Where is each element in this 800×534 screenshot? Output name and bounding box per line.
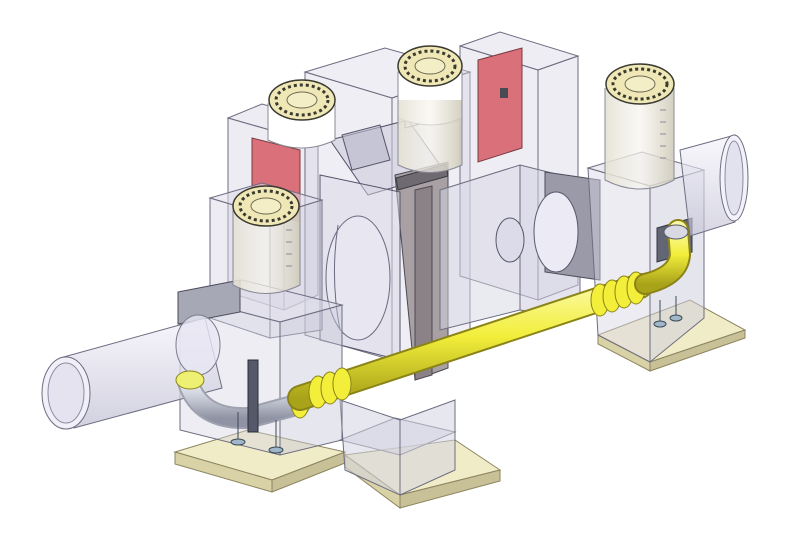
sample-jar-back-left: [267, 79, 336, 149]
sample-jar-back-center: [397, 45, 463, 173]
center-internal-frame: [319, 105, 449, 381]
left-duct: [41, 314, 223, 430]
sample-jar-front-left: [232, 185, 301, 294]
latch-icon: [500, 88, 508, 98]
right-duct: [679, 134, 749, 237]
right-middle-box: [439, 164, 601, 331]
support-feet: [230, 296, 683, 454]
yellow-transfer-pipe: [287, 271, 653, 411]
center-column-block: [338, 399, 457, 496]
sample-jar-right: [604, 63, 675, 190]
base-plate-left: [173, 429, 347, 493]
elbow-pipe-right: [634, 219, 692, 295]
red-filter-panel-right: [477, 47, 523, 163]
valve-bracket: [247, 359, 259, 433]
